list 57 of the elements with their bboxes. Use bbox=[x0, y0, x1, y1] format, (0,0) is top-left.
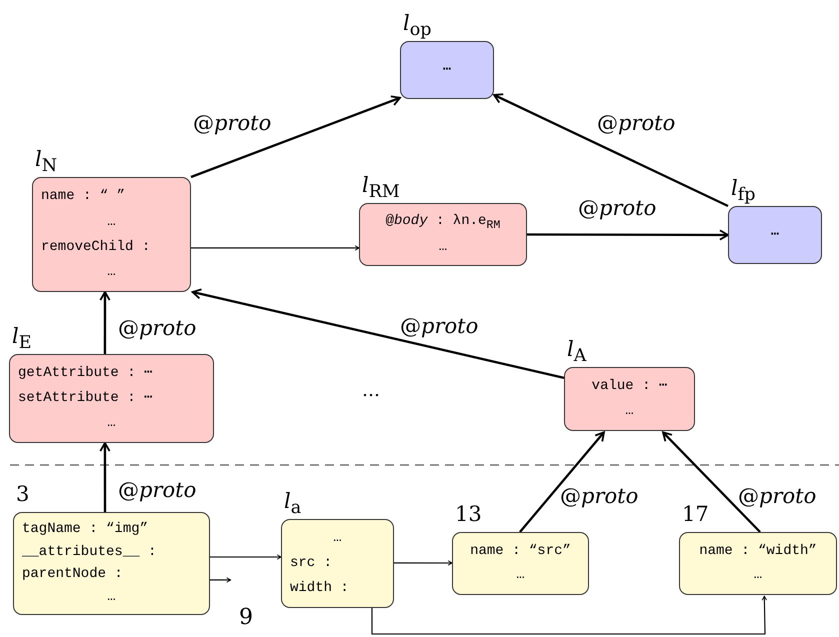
edge-label: @proto bbox=[560, 486, 638, 507]
arrow bbox=[99, 442, 110, 512]
arrow bbox=[394, 560, 452, 566]
object-label: l$_{op}$ bbox=[403, 13, 432, 40]
arrow bbox=[493, 93, 728, 208]
object-label: l$_{A}$ bbox=[567, 339, 586, 366]
object-label: 13 bbox=[455, 504, 482, 525]
property-text: setAttribute : ⋯ bbox=[18, 390, 152, 407]
property-text: … bbox=[107, 214, 116, 230]
property-text: getAttribute : ⋯ bbox=[18, 365, 152, 382]
property-text: removeChild : bbox=[41, 238, 150, 256]
property-text: width : bbox=[290, 580, 349, 597]
edge-label: @proto bbox=[193, 113, 272, 134]
ellipsis-text: … bbox=[362, 380, 380, 401]
reference-number: 9 bbox=[239, 604, 253, 632]
property-text: name : “src” bbox=[470, 542, 571, 560]
property-text: @body : λn.e$_{RM}$ bbox=[386, 213, 500, 232]
arrow bbox=[527, 229, 729, 240]
property-text: tagName : “img” bbox=[22, 520, 148, 538]
property-text: … bbox=[333, 530, 342, 547]
property-text: __attributes__ : bbox=[22, 544, 156, 560]
property-text: name : “ ” bbox=[41, 188, 126, 206]
property-text: … bbox=[107, 264, 116, 281]
arrow bbox=[210, 577, 232, 583]
arrow bbox=[519, 431, 605, 533]
object-label: l$_{E}$ bbox=[12, 326, 32, 353]
property-text: … bbox=[107, 589, 116, 606]
object-label: l$_{a}$ bbox=[284, 491, 302, 518]
arrow bbox=[191, 245, 360, 251]
object-label: l$_{N}$ bbox=[35, 149, 58, 176]
property-text: src : bbox=[290, 555, 332, 572]
edge-label: @proto bbox=[118, 480, 196, 501]
arrow bbox=[190, 95, 401, 178]
object-label: l$_{fp}$ bbox=[731, 178, 756, 205]
edge-label: @proto bbox=[738, 486, 816, 507]
arrow bbox=[99, 291, 110, 354]
property-text: parentNode : bbox=[22, 566, 123, 584]
object-label: 17 bbox=[682, 504, 709, 525]
property-text: … bbox=[754, 567, 762, 584]
edge-label: @proto bbox=[597, 113, 676, 134]
edge-label: @proto bbox=[118, 318, 196, 339]
arrow bbox=[662, 431, 761, 533]
property-text: ⋯ bbox=[442, 62, 452, 78]
arrow bbox=[371, 596, 768, 635]
arrow bbox=[192, 288, 564, 379]
edge-label: @proto bbox=[578, 198, 656, 219]
property-text: … bbox=[625, 403, 634, 420]
property-text: … bbox=[107, 415, 116, 432]
property-text: … bbox=[438, 239, 448, 256]
property-text: ⋯ bbox=[770, 226, 780, 244]
property-text: value : ⋯ bbox=[592, 378, 668, 395]
edge-label: @proto bbox=[400, 316, 478, 337]
property-text: name : “width” bbox=[699, 542, 817, 560]
arrow bbox=[210, 554, 282, 560]
object-label: 3 bbox=[16, 484, 30, 505]
object-label: l$_{RM}$ bbox=[362, 175, 400, 202]
property-text: … bbox=[516, 567, 525, 584]
